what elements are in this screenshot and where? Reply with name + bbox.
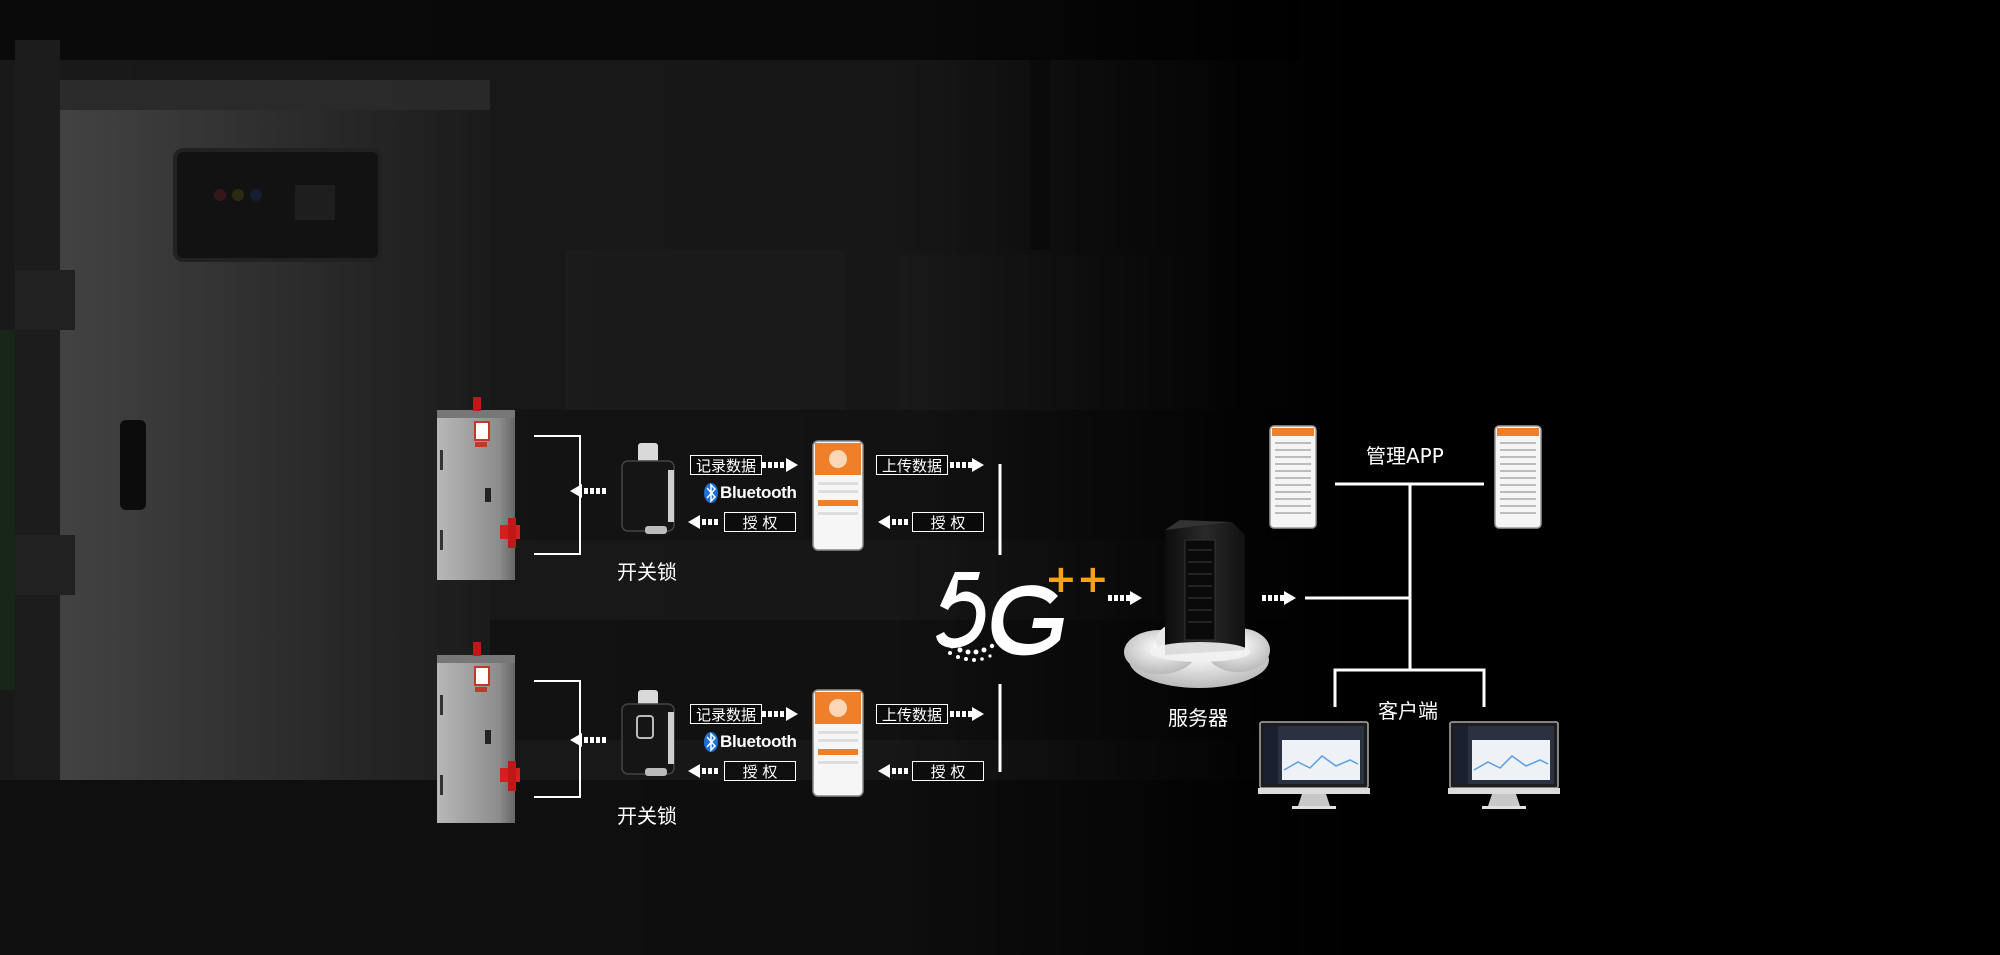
5g-plus-text: ++: [1045, 557, 1109, 601]
desktop-monitor-icon: [1258, 721, 1370, 809]
electrical-cabinet-bottom: [437, 642, 520, 823]
switch-lock-icon: [621, 443, 675, 534]
phone-screen-icon: [1494, 425, 1542, 529]
phone-app-icon: [812, 440, 864, 551]
authorize-label: 授 权: [912, 512, 984, 532]
bluetooth-icon: [704, 732, 718, 752]
phone-screen-icon: [1269, 425, 1317, 529]
server-rack-icon: [1124, 520, 1270, 688]
electrical-cabinet-top: [437, 397, 520, 580]
management-app-label: 管理APP: [1366, 444, 1444, 468]
switch-lock-label: 开关锁: [617, 560, 677, 584]
phone-app-icon: [812, 689, 864, 797]
record-data-label: 记录数据: [690, 704, 762, 724]
record-data-label: 记录数据: [690, 455, 762, 475]
desktop-monitor-icon: [1448, 721, 1560, 809]
network-tree-lines: [1305, 482, 1486, 707]
authorize-label: 授 权: [724, 512, 796, 532]
upload-data-label: 上传数据: [876, 704, 948, 724]
authorize-label: 授 权: [912, 761, 984, 781]
authorize-label: 授 权: [724, 761, 796, 781]
server-label: 服务器: [1168, 706, 1228, 730]
5g-logo: ++: [936, 557, 1109, 662]
bluetooth-label: Bluetooth: [720, 483, 797, 502]
bluetooth-icon: [704, 483, 718, 503]
switch-lock-label: 开关锁: [617, 804, 677, 828]
bluetooth-label: Bluetooth: [720, 732, 797, 751]
client-label: 客户端: [1378, 699, 1438, 723]
dotted-arrow: [570, 458, 1296, 778]
switch-lock-icon: [621, 690, 675, 776]
upload-data-label: 上传数据: [876, 455, 948, 475]
